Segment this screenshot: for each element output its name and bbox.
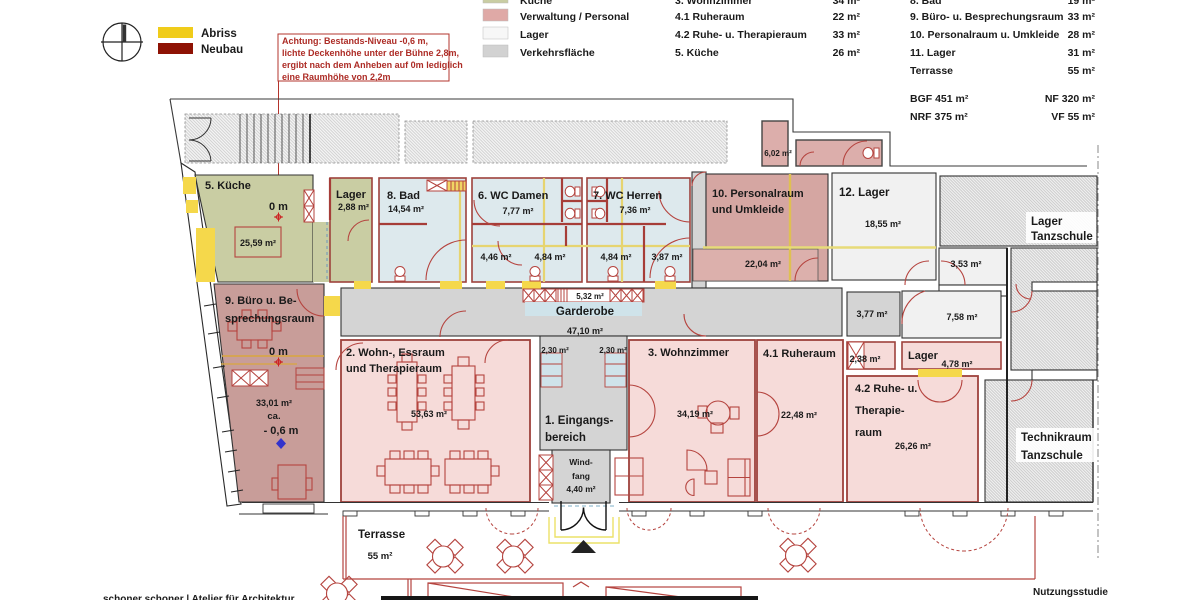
svg-text:Küche: Küche — [520, 0, 552, 7]
svg-text:3. Wohnzimmer: 3. Wohnzimmer — [648, 347, 730, 359]
svg-text:sprechungsraum: sprechungsraum — [225, 313, 314, 325]
svg-text:und Therapieraum: und Therapieraum — [346, 363, 442, 375]
svg-text:Lager: Lager — [1031, 216, 1063, 228]
svg-text:11. Lager: 11. Lager — [910, 47, 956, 59]
svg-text:33 m²: 33 m² — [833, 29, 861, 41]
svg-text:Verkehrsfläche: Verkehrsfläche — [520, 47, 595, 59]
svg-text:7,77 m²: 7,77 m² — [502, 206, 533, 216]
svg-text:eine Raumhöhe von 2,2m: eine Raumhöhe von 2,2m — [282, 72, 391, 82]
svg-text:0 m: 0 m — [269, 201, 288, 213]
svg-text:8. Bad: 8. Bad — [910, 0, 942, 7]
svg-text:12. Lager: 12. Lager — [839, 187, 890, 199]
svg-text:2,30 m²: 2,30 m² — [599, 346, 627, 355]
svg-text:Terrasse: Terrasse — [910, 65, 953, 77]
svg-text:47,10 m²: 47,10 m² — [567, 326, 603, 336]
svg-text:fang: fang — [572, 471, 590, 481]
svg-text:31 m²: 31 m² — [1068, 47, 1096, 59]
svg-text:Verwaltung / Personal: Verwaltung / Personal — [520, 11, 629, 23]
svg-text:Lager: Lager — [908, 350, 939, 362]
svg-text:5. Küche: 5. Küche — [675, 47, 719, 59]
svg-text:22 m²: 22 m² — [833, 11, 861, 23]
svg-text:7,58 m²: 7,58 m² — [946, 312, 977, 322]
svg-text:Neubau: Neubau — [201, 44, 243, 56]
svg-text:22,48 m²: 22,48 m² — [781, 410, 817, 420]
svg-text:5. Küche: 5. Küche — [205, 180, 251, 192]
svg-text:Tanzschule: Tanzschule — [1031, 231, 1093, 243]
svg-text:4.2 Ruhe- u. Therapieraum: 4.2 Ruhe- u. Therapieraum — [675, 29, 807, 41]
svg-text:2,88 m²: 2,88 m² — [338, 202, 369, 212]
svg-text:19 m²: 19 m² — [1068, 0, 1096, 7]
svg-text:4,40 m²: 4,40 m² — [566, 484, 595, 494]
svg-text:9. Büro u. Be-: 9. Büro u. Be- — [225, 295, 297, 307]
svg-text:Wind-: Wind- — [569, 457, 593, 467]
svg-text:55 m²: 55 m² — [368, 551, 393, 562]
svg-text:6. WC Damen: 6. WC Damen — [478, 190, 549, 202]
svg-text:3. Wohnzimmer: 3. Wohnzimmer — [675, 0, 752, 7]
svg-text:7. WC Herren: 7. WC Herren — [593, 190, 662, 202]
svg-text:4.1 Ruheraum: 4.1 Ruheraum — [763, 348, 836, 360]
svg-text:lichte Deckenhöhe unter der Bü: lichte Deckenhöhe unter der Bühne 2,8m, — [282, 48, 459, 58]
svg-text:ca.: ca. — [267, 411, 280, 422]
svg-text:3,53 m²: 3,53 m² — [950, 259, 981, 269]
svg-text:Garderobe: Garderobe — [556, 306, 614, 318]
svg-text:22,04 m²: 22,04 m² — [745, 259, 781, 269]
svg-text:55 m²: 55 m² — [1068, 65, 1096, 77]
svg-text:1. Eingangs-: 1. Eingangs- — [545, 415, 614, 427]
svg-text:6,02 m²: 6,02 m² — [764, 149, 792, 158]
svg-text:4,46 m²: 4,46 m² — [480, 252, 511, 262]
svg-text:4,84 m²: 4,84 m² — [534, 252, 565, 262]
svg-text:8. Bad: 8. Bad — [387, 190, 420, 202]
svg-text:34 m²: 34 m² — [833, 0, 861, 7]
svg-text:Lager: Lager — [520, 29, 549, 41]
svg-text:3,77 m²: 3,77 m² — [856, 309, 887, 319]
svg-text:7,36 m²: 7,36 m² — [619, 205, 650, 215]
svg-text:25,59 m²: 25,59 m² — [240, 238, 276, 248]
svg-text:18,55 m²: 18,55 m² — [865, 219, 901, 229]
svg-text:- 0,6 m: - 0,6 m — [264, 425, 299, 437]
svg-text:0 m: 0 m — [269, 346, 288, 358]
svg-text:4.2 Ruhe- u.: 4.2 Ruhe- u. — [855, 383, 917, 395]
svg-text:10. Personalraum u. Umkleide: 10. Personalraum u. Umkleide — [910, 29, 1060, 41]
svg-text:NF 320 m²: NF 320 m² — [1045, 93, 1096, 105]
svg-text:53,63 m²: 53,63 m² — [411, 409, 447, 419]
svg-text:raum: raum — [855, 427, 882, 439]
svg-text:5,32 m²: 5,32 m² — [576, 292, 604, 301]
svg-text:9. Büro- u. Besprechungsraum: 9. Büro- u. Besprechungsraum — [910, 11, 1063, 23]
svg-text:28 m²: 28 m² — [1068, 29, 1096, 41]
svg-text:10. Personalraum: 10. Personalraum — [712, 188, 804, 200]
svg-text:ergibt nach dem Anheben auf 0m: ergibt nach dem Anheben auf 0m lediglich — [282, 60, 463, 70]
svg-text:14,54 m²: 14,54 m² — [388, 204, 424, 214]
svg-text:Technikraum: Technikraum — [1021, 432, 1092, 444]
svg-text:26,26 m²: 26,26 m² — [895, 441, 931, 451]
svg-text:NRF 375 m²: NRF 375 m² — [910, 111, 968, 123]
svg-text:33 m²: 33 m² — [1068, 11, 1096, 23]
svg-text:4.1 Ruheraum: 4.1 Ruheraum — [675, 11, 744, 23]
svg-text:Abriss: Abriss — [201, 28, 237, 40]
svg-text:bereich: bereich — [545, 432, 586, 444]
svg-text:33,01 m²: 33,01 m² — [256, 398, 292, 408]
svg-text:4,78 m²: 4,78 m² — [941, 359, 972, 369]
svg-text:Nutzungsstudie: Nutzungsstudie — [1033, 587, 1108, 598]
svg-text:BGF 451 m²: BGF 451 m² — [910, 93, 969, 105]
svg-text:2,38 m²: 2,38 m² — [849, 354, 880, 364]
svg-text:VF 55 m²: VF 55 m² — [1051, 111, 1095, 123]
svg-text:26 m²: 26 m² — [833, 47, 861, 59]
svg-text:Therapie-: Therapie- — [855, 405, 905, 417]
svg-text:Terrasse: Terrasse — [358, 529, 405, 541]
svg-text:Lager: Lager — [336, 189, 367, 201]
svg-text:34,19 m²: 34,19 m² — [677, 409, 713, 419]
svg-text:2. Wohn-, Essraum: 2. Wohn-, Essraum — [346, 347, 445, 359]
svg-text:und Umkleide: und Umkleide — [712, 204, 784, 216]
svg-text:Tanzschule: Tanzschule — [1021, 450, 1083, 462]
svg-text:3,87 m²: 3,87 m² — [651, 252, 682, 262]
svg-text:4,84 m²: 4,84 m² — [600, 252, 631, 262]
svg-text:Achtung: Bestands-Niveau -0,6: Achtung: Bestands-Niveau -0,6 m, — [282, 36, 428, 46]
svg-text:2,30 m²: 2,30 m² — [541, 346, 569, 355]
svg-text:schoner schoner | Atelier für: schoner schoner | Atelier für Architektu… — [103, 594, 295, 600]
